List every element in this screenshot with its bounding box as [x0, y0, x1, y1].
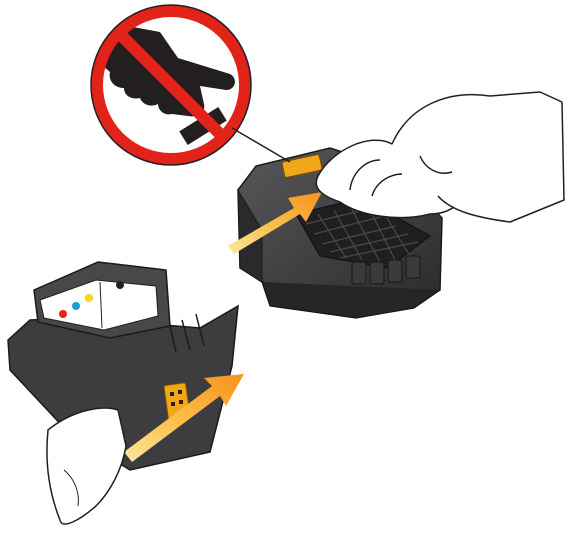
ink-red-drop — [59, 310, 67, 318]
ink-yellow-drop — [85, 294, 93, 302]
ink-black-drop — [116, 281, 124, 289]
cloth-icon — [47, 408, 126, 524]
no-touch-icon — [91, 5, 251, 165]
hand-icon — [316, 92, 564, 222]
ink-cyan-drop — [72, 302, 80, 310]
callout-line — [232, 128, 290, 162]
